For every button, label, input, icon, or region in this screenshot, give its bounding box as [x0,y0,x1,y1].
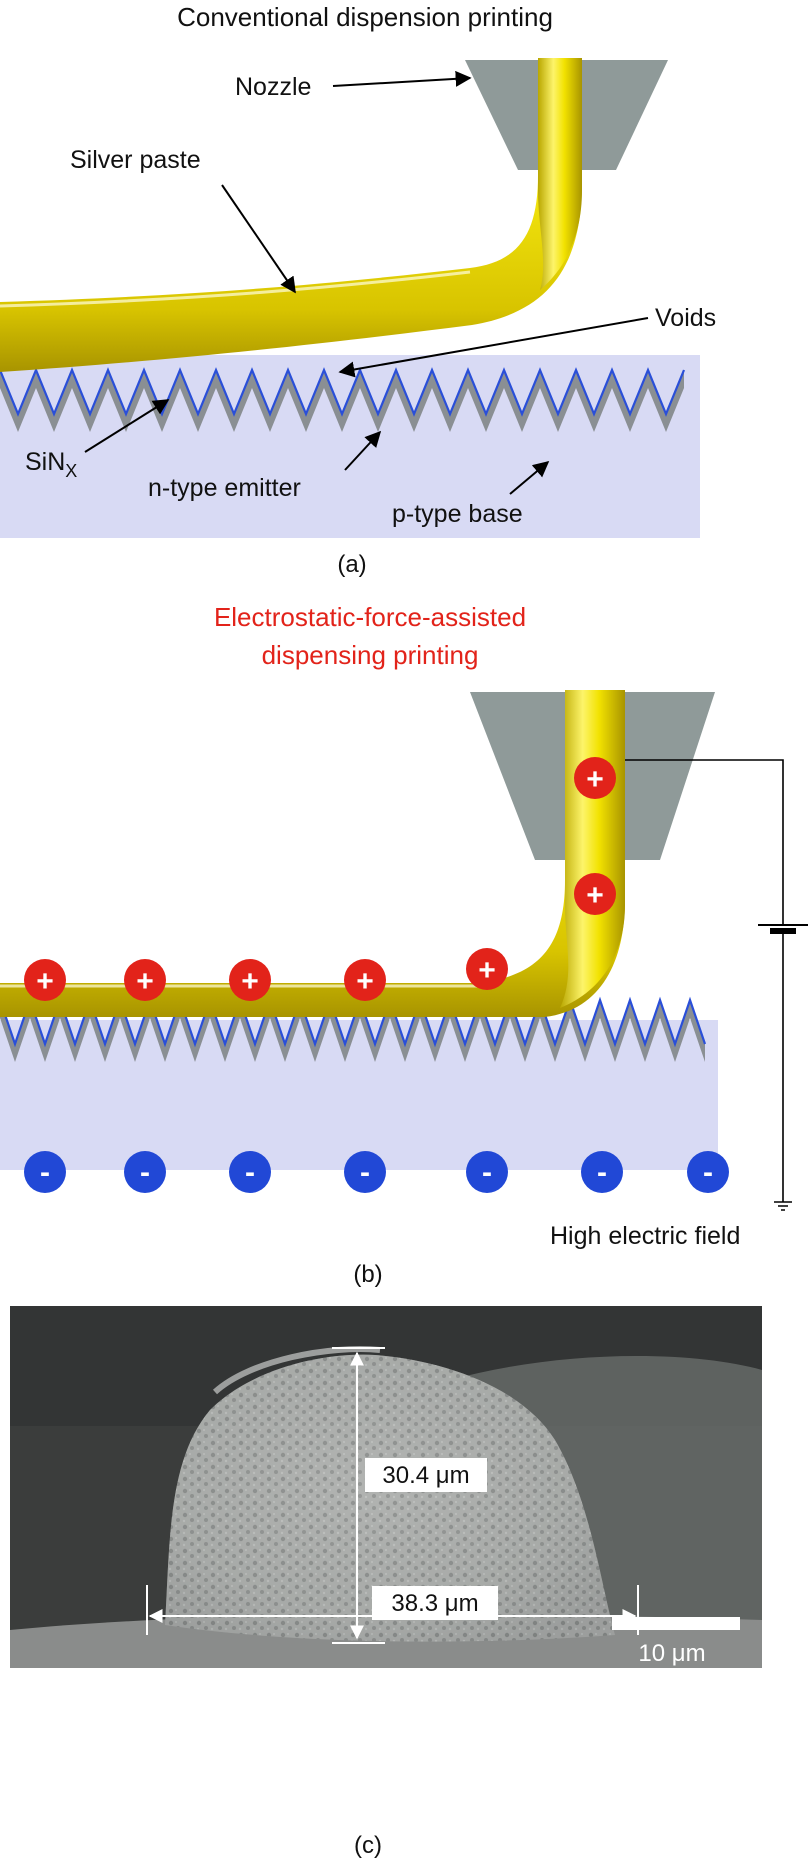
positive-charge: + [124,959,166,1001]
width-measure-text: 38.3 μm [391,1590,478,1617]
sinx-label: SiNX [25,448,77,481]
panel-a-caption: (a) [337,551,366,578]
svg-text:-: - [703,1156,713,1189]
panel-a: Conventional dispension printingNozzleSi… [0,2,716,578]
panel-b-caption: (b) [353,1261,382,1288]
svg-text:+: + [241,965,259,998]
negative-charge: - [581,1151,623,1193]
positive-charge: + [24,959,66,1001]
svg-text:+: + [586,763,604,796]
negative-charge: - [466,1151,508,1193]
sinx-arrow [84,399,170,453]
positive-charge: + [466,948,508,990]
svg-text:+: + [478,954,496,987]
silver-paste-label: Silver paste [70,146,201,174]
n-type-emitter-arrow [344,430,382,471]
svg-text:+: + [36,965,54,998]
svg-text:-: - [245,1156,255,1189]
svg-text:-: - [40,1156,50,1189]
positive-charge: + [344,959,386,1001]
nozzle-arrow [332,70,472,87]
negative-charge: - [124,1151,166,1193]
panel-b-title-line1: Electrostatic-force-assisted [214,602,526,632]
scale-bar-label: 10 μm [638,1640,705,1667]
svg-text:-: - [597,1156,607,1189]
negative-charge: - [687,1151,729,1193]
positive-charges: + + + + + + + [24,757,616,1001]
silver-paste-arrow [221,184,296,294]
svg-text:+: + [136,965,154,998]
negative-charge: - [24,1151,66,1193]
svg-text:+: + [356,965,374,998]
panel-b: Electrostatic-force-assisted dispensing … [0,602,808,1288]
high-electric-field-label: High electric field [550,1222,740,1250]
panel-c-caption: (c) [354,1832,382,1859]
svg-text:-: - [482,1156,492,1189]
p-type-base-label: p-type base [392,500,523,528]
scale-bar [612,1617,740,1630]
voids-arrow [338,317,649,378]
positive-charge: + [574,873,616,915]
electrode-cross-section [165,1346,615,1642]
svg-text:-: - [140,1156,150,1189]
negative-charge: - [344,1151,386,1193]
panel-b-title-line2: dispensing printing [262,640,479,670]
width-measure-box [372,1586,498,1620]
height-measure-text: 30.4 μm [382,1462,469,1489]
p-type-base-arrow [509,460,550,495]
n-type-emitter-label: n-type emitter [148,474,301,502]
nozzle-label: Nozzle [235,73,311,101]
ground-symbol [774,1201,792,1211]
voids-label: Voids [655,304,716,332]
emitter-layer [0,370,684,432]
positive-charge: + [574,757,616,799]
negative-charges: - - - - - - - [24,1151,729,1193]
positive-charge: + [229,959,271,1001]
svg-text:-: - [360,1156,370,1189]
negative-charge: - [229,1151,271,1193]
silver-paste-line [0,58,582,372]
textured-surface-layers [0,367,686,432]
panel-a-title: Conventional dispension printing [177,2,553,32]
sinx-layer [0,367,686,417]
substrate-b [0,1020,718,1170]
panel-c-sem-image: 30.4 μm 38.3 μm 10 μm [10,1306,762,1668]
circuit-wire [625,759,784,1202]
svg-text:+: + [586,879,604,912]
height-measure-box [365,1458,487,1492]
